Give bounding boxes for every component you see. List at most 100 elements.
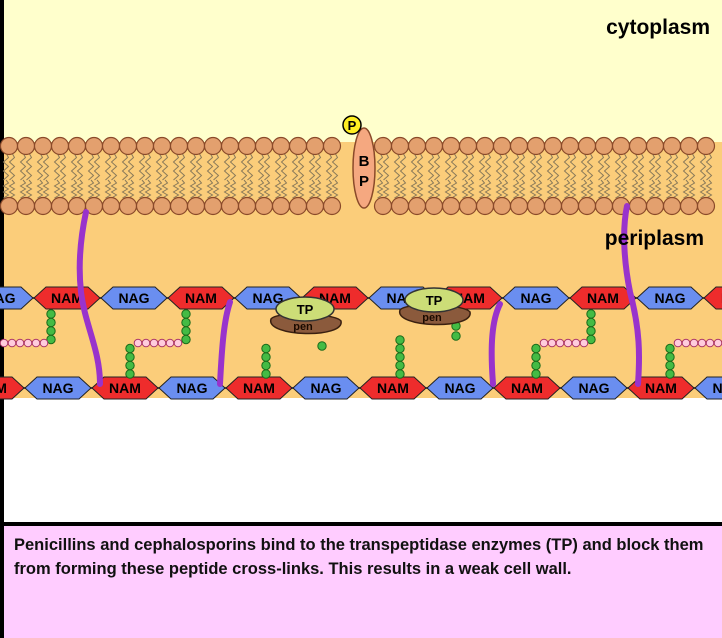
lipid-tail xyxy=(127,152,135,181)
tp-label: TP xyxy=(426,293,443,308)
lipid-head xyxy=(696,196,716,216)
lipid-tail xyxy=(274,179,282,199)
lipid-head xyxy=(33,196,53,216)
lipid-head xyxy=(271,196,291,216)
nag-label: NAG xyxy=(176,380,207,396)
amino-acid xyxy=(46,309,56,319)
lipid-tail xyxy=(246,179,254,199)
lipid-tail xyxy=(461,179,469,199)
lipid-tail xyxy=(529,179,537,199)
amino-acid xyxy=(395,343,405,354)
lipid-head xyxy=(169,196,189,216)
lipid-head xyxy=(594,196,614,216)
lipid-head xyxy=(526,136,546,156)
lipid-tail xyxy=(563,152,571,181)
lipid-tail xyxy=(535,152,543,181)
lipid-head xyxy=(492,136,512,156)
lipid-head xyxy=(509,136,529,156)
lipid-tail xyxy=(19,179,27,199)
amino-acid xyxy=(261,369,271,379)
nam-label: NAM xyxy=(185,290,217,306)
lipid-tail xyxy=(257,152,265,181)
amino-acid xyxy=(181,334,191,345)
amino-acid xyxy=(586,309,596,319)
lipid-tail xyxy=(484,179,492,199)
lipid-head xyxy=(237,136,257,156)
nag-label: NAG xyxy=(0,290,16,306)
bridge-amino-acid xyxy=(571,338,581,348)
cross-link xyxy=(488,301,503,387)
lipid-head xyxy=(645,136,665,156)
lipid-head xyxy=(628,196,648,216)
nam-hexagon xyxy=(0,376,25,400)
nag-hexagon xyxy=(158,376,226,400)
nag-hexagon xyxy=(502,286,570,310)
lipid-tail xyxy=(416,152,424,181)
lipid-tail xyxy=(19,152,27,181)
lipid-tail xyxy=(263,152,271,181)
lipid-head xyxy=(560,196,580,216)
nag-hexagon xyxy=(694,376,722,400)
lipid-tail xyxy=(206,152,214,181)
lipid-tail xyxy=(399,152,407,181)
amino-acid xyxy=(395,335,405,345)
lipid-tail xyxy=(552,179,560,199)
nam-label: NAM xyxy=(587,290,619,306)
lipid-tail xyxy=(76,152,84,181)
lipid-tail xyxy=(189,152,197,181)
lipid-head xyxy=(254,136,274,156)
lipid-head xyxy=(526,196,546,216)
lipid-tail xyxy=(314,152,322,181)
lipid-head xyxy=(509,196,529,216)
lipid-head xyxy=(84,136,104,156)
lipid-tail xyxy=(393,179,401,199)
lipid-tail xyxy=(382,152,390,181)
bridge-amino-acid xyxy=(165,338,175,348)
lipid-head xyxy=(679,196,699,216)
lipid-tail xyxy=(70,179,78,199)
lipid-tail xyxy=(580,179,588,199)
nag-hexagon xyxy=(0,286,34,310)
lipid-tail xyxy=(467,152,475,181)
lipid-head xyxy=(220,136,240,156)
lipid-tail xyxy=(444,179,452,199)
amino-acid xyxy=(531,360,541,371)
nam-label: NAM xyxy=(0,380,7,396)
nag-hexagon xyxy=(636,286,704,310)
lipid-tail xyxy=(637,179,645,199)
lipid-head xyxy=(407,136,427,156)
lipid-head xyxy=(543,136,563,156)
lipid-tail xyxy=(2,152,10,181)
nag-label: NAG xyxy=(42,380,73,396)
lipid-head xyxy=(305,196,325,216)
lipid-tail xyxy=(161,179,169,199)
lipid-tail xyxy=(688,179,696,199)
nag-sugar: NAG xyxy=(292,376,360,400)
lipid-tail xyxy=(110,179,118,199)
nag-label: NAG xyxy=(252,290,283,306)
bridge-amino-acid xyxy=(15,338,25,348)
lipid-tail xyxy=(195,152,203,181)
lipid-tail xyxy=(25,179,33,199)
lipid-tail xyxy=(138,179,146,199)
lipid-tail xyxy=(87,152,95,181)
lipid-tail xyxy=(631,179,639,199)
lipid-head xyxy=(203,196,223,216)
amino-acid xyxy=(317,341,327,351)
lipid-tail xyxy=(104,179,112,199)
lipid-head xyxy=(577,136,597,156)
amino-acid xyxy=(125,343,135,354)
nam-sugar: NAM xyxy=(569,286,637,310)
amino-acid xyxy=(586,334,596,345)
lipid-tail xyxy=(8,179,16,199)
lipid-tail xyxy=(297,152,305,181)
lipid-tail xyxy=(688,152,696,181)
bridge-amino-acid xyxy=(0,338,9,348)
lipid-tail xyxy=(620,152,628,181)
lipid-head xyxy=(237,196,257,216)
amino-acid xyxy=(665,343,675,354)
lipid-tail xyxy=(195,179,203,199)
nag-label: NAG xyxy=(654,290,685,306)
